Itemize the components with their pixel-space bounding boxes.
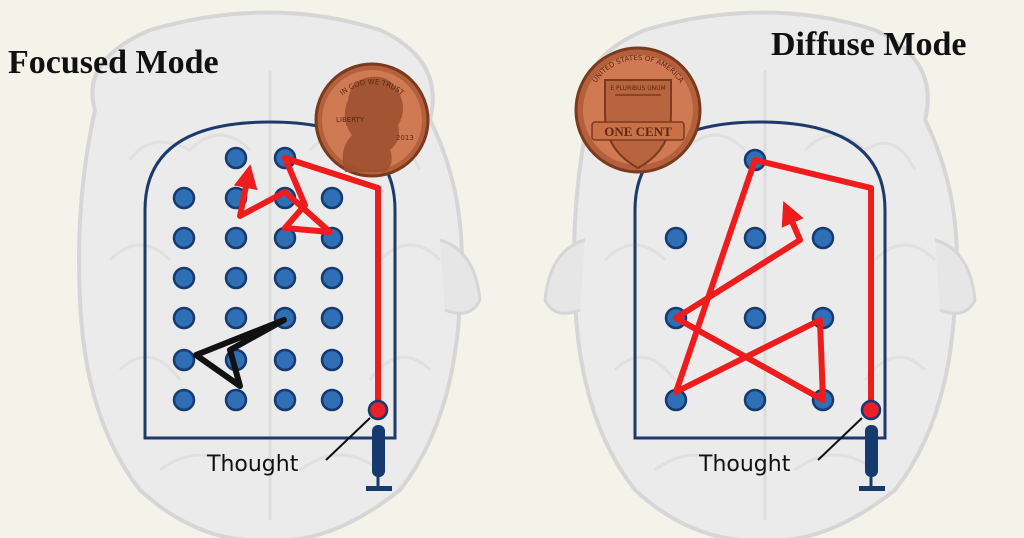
network-node (174, 188, 194, 208)
network-node (275, 350, 295, 370)
left-start-node (369, 401, 387, 419)
right-start-node (862, 401, 880, 419)
network-node (174, 390, 194, 410)
network-node (174, 350, 194, 370)
penny-obverse-icon: IN GOD WE TRUST LIBERTY 2013 (316, 64, 428, 176)
network-node (275, 268, 295, 288)
focused-thought-label: Thought (207, 452, 298, 477)
network-node (813, 228, 833, 248)
network-node (226, 308, 246, 328)
penny-banner-text: ONE CENT (604, 124, 672, 139)
network-node (226, 228, 246, 248)
network-node (745, 228, 765, 248)
network-node (745, 308, 765, 328)
network-node (174, 308, 194, 328)
penny-year-text: 2013 (396, 134, 414, 142)
network-node (226, 268, 246, 288)
network-node (322, 268, 342, 288)
network-node (666, 228, 686, 248)
network-node (322, 390, 342, 410)
network-node (226, 148, 246, 168)
penny-reverse-icon: UNITED STATES OF AMERICA E PLURIBUS UNUM… (576, 48, 700, 172)
network-node (174, 268, 194, 288)
network-node (226, 390, 246, 410)
network-node (322, 308, 342, 328)
network-node (322, 350, 342, 370)
penny-motto-text: E PLURIBUS UNUM (610, 85, 665, 92)
diffuse-thought-label: Thought (699, 452, 790, 477)
diffuse-mode-title: Diffuse Mode (771, 26, 966, 64)
network-node (322, 188, 342, 208)
penny-liberty-text: LIBERTY (336, 116, 365, 124)
focused-mode-title: Focused Mode (8, 44, 219, 82)
network-node (174, 228, 194, 248)
network-node (275, 390, 295, 410)
network-node (745, 390, 765, 410)
